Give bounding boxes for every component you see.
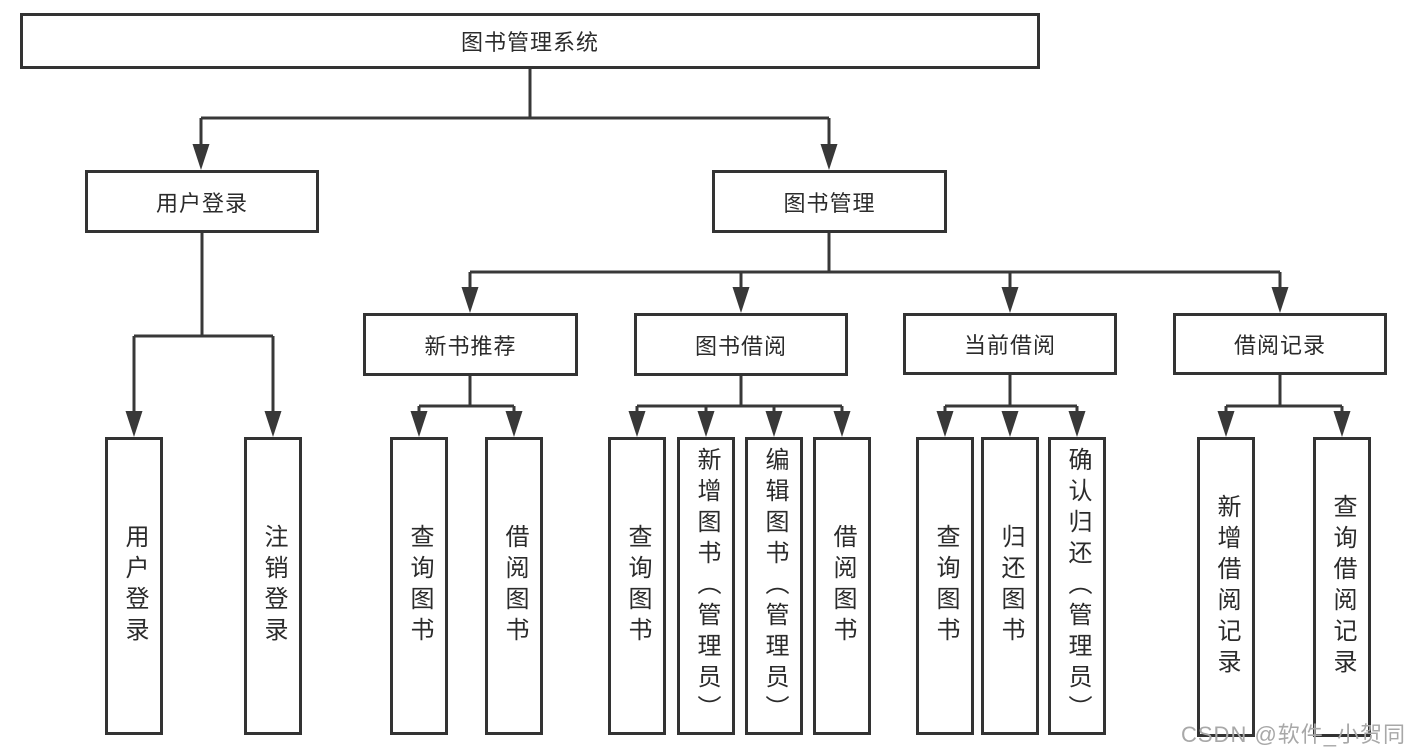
edges-book-borrowing: [628, 376, 851, 437]
leaf-query-borrow-record: 查询借阅记录: [1313, 437, 1371, 737]
leaf-borrow-books-1-label: 借阅图书: [501, 524, 528, 648]
edges-new-book-recommend: [410, 376, 523, 437]
node-book-borrowing-label: 图书借阅: [694, 333, 787, 359]
edges-book-management: [461, 233, 1289, 313]
leaf-query-books-1: 查询图书: [390, 437, 448, 735]
edges-current-borrowing: [936, 375, 1086, 437]
leaf-query-books-2: 查询图书: [608, 437, 666, 735]
node-book-management: 图书管理: [712, 170, 947, 233]
leaf-logout-login-label: 注销登录: [260, 524, 287, 648]
leaf-borrow-books-2-label: 借阅图书: [829, 524, 856, 648]
leaf-return-books-label: 归还图书: [997, 524, 1024, 648]
leaf-query-books-1-label: 查询图书: [406, 524, 433, 648]
node-new-book-recommend-label: 新书推荐: [424, 333, 517, 359]
leaf-borrow-books-1: 借阅图书: [485, 437, 543, 735]
node-book-management-label: 图书管理: [783, 190, 876, 216]
edges-borrowing-records: [1217, 375, 1351, 437]
node-borrowing-records: 借阅记录: [1173, 313, 1387, 375]
leaf-edit-book-admin: 编辑图书（管理员）: [745, 437, 803, 735]
leaf-add-borrow-record-label: 新增借阅记录: [1213, 494, 1240, 680]
node-user-login: 用户登录: [85, 170, 319, 233]
leaf-borrow-books-2: 借阅图书: [813, 437, 871, 735]
leaf-query-books-3-label: 查询图书: [932, 524, 959, 648]
leaf-add-borrow-record: 新增借阅记录: [1197, 437, 1255, 737]
leaf-confirm-return-admin-label: 确认归还（管理员）: [1064, 446, 1091, 726]
node-user-login-label: 用户登录: [155, 190, 248, 216]
leaf-add-book-admin-label: 新增图书（管理员）: [693, 446, 720, 726]
leaf-edit-book-admin-label: 编辑图书（管理员）: [761, 446, 788, 726]
edges-user-login: [125, 233, 282, 437]
leaf-user-login: 用户登录: [105, 437, 163, 735]
edges-root: [192, 69, 838, 170]
node-current-borrowing: 当前借阅: [903, 313, 1117, 375]
csdn-watermark: CSDN @软件_小贺同学: [1181, 722, 1405, 747]
leaf-query-books-2-label: 查询图书: [624, 524, 651, 648]
leaf-confirm-return-admin: 确认归还（管理员）: [1048, 437, 1106, 735]
leaf-query-borrow-record-label: 查询借阅记录: [1329, 494, 1356, 680]
node-borrowing-records-label: 借阅记录: [1233, 333, 1326, 358]
node-root-label: 图书管理系统: [460, 30, 599, 55]
leaf-user-login-label: 用户登录: [121, 524, 148, 648]
leaf-logout-login: 注销登录: [244, 437, 302, 735]
leaf-add-book-admin: 新增图书（管理员）: [677, 437, 735, 735]
leaf-return-books: 归还图书: [981, 437, 1039, 735]
node-new-book-recommend: 新书推荐: [363, 313, 578, 376]
node-root: 图书管理系统: [20, 13, 1040, 69]
node-book-borrowing: 图书借阅: [634, 313, 848, 376]
leaf-query-books-3: 查询图书: [916, 437, 974, 735]
node-current-borrowing-label: 当前借阅: [963, 333, 1056, 358]
